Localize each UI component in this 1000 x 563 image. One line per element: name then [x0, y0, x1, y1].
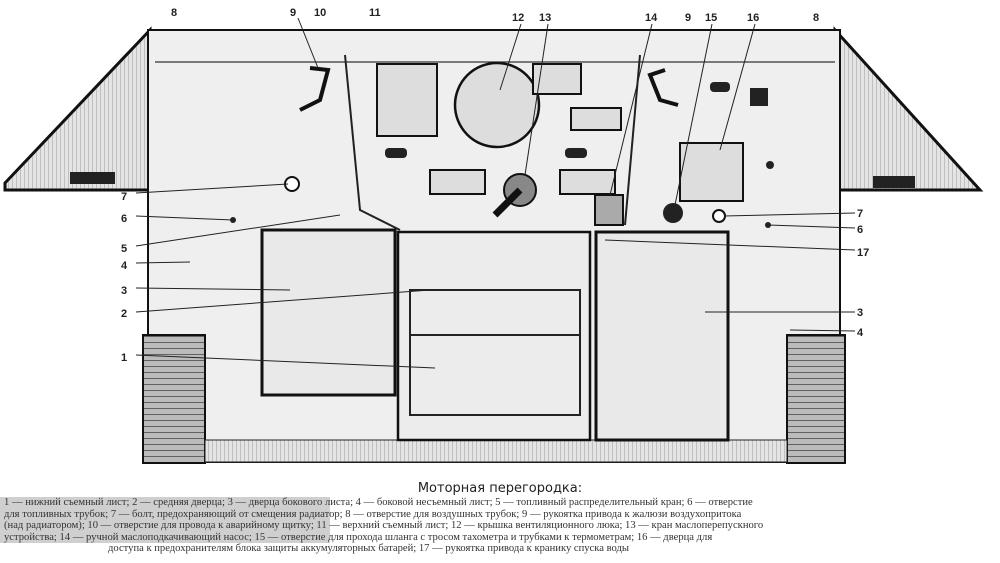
caption-shading — [0, 497, 330, 543]
callout-label: 12 — [512, 12, 524, 24]
callout-label: 8 — [171, 7, 177, 19]
callouts-top: 8 9 10 11 12 13 14 9 15 16 8 — [171, 7, 819, 24]
callout-label: 10 — [314, 7, 326, 19]
left-wing — [3, 26, 152, 192]
callout-label: 2 — [121, 308, 127, 320]
caption-line: для топливных трубок; 7 — болт, предохра… — [4, 508, 742, 520]
callout-label: 3 — [121, 285, 127, 297]
callout-label: 9 — [685, 12, 691, 24]
callout-label: 5 — [121, 243, 127, 255]
right-track — [786, 334, 846, 464]
callout-label: 1 — [121, 352, 127, 364]
caption-line: 1 — нижний съемный лист; 2 — средняя две… — [4, 497, 753, 508]
callout-label: 16 — [747, 12, 759, 24]
callout-label: 13 — [539, 12, 551, 24]
callout-label: 9 — [290, 7, 296, 19]
caption-line: устройства; 14 — ручной маслоподкачивающ… — [4, 531, 713, 543]
caption-line: доступа к предохранителям блока защиты а… — [108, 543, 630, 555]
figure-caption: 1 — нижний съемный лист; 2 — средняя две… — [4, 497, 996, 555]
figure-title: Моторная перегородка: — [417, 481, 583, 496]
callout-label: 4 — [857, 327, 864, 339]
callout-label: 11 — [369, 7, 381, 19]
callout-label: 3 — [857, 307, 863, 319]
callouts-left: 7 6 5 4 3 2 1 — [121, 191, 128, 364]
callout-label: 6 — [857, 224, 863, 236]
side-door-left — [260, 228, 397, 397]
callout-label: 14 — [645, 12, 658, 24]
left-track — [142, 334, 206, 464]
callout-lines — [135, 17, 856, 369]
callout-label: 7 — [121, 191, 127, 203]
callout-label: 8 — [813, 12, 819, 24]
callouts-right: 7 6 17 3 4 — [857, 208, 869, 339]
callout-label: 7 — [857, 208, 863, 220]
callout-label: 15 — [705, 12, 717, 24]
ventilation-hatch-cover — [453, 61, 541, 149]
callout-label: 6 — [121, 213, 127, 225]
callout-label: 4 — [121, 260, 128, 272]
right-wing — [833, 26, 984, 192]
side-door-right — [594, 230, 730, 442]
engine-bulkhead-diagram: 8 9 10 11 12 13 14 9 15 16 8 7 6 5 4 3 2… — [3, 7, 984, 464]
caption-line: (над радиатором); 10 — отверстие для про… — [4, 520, 764, 532]
callout-label: 17 — [857, 247, 869, 259]
